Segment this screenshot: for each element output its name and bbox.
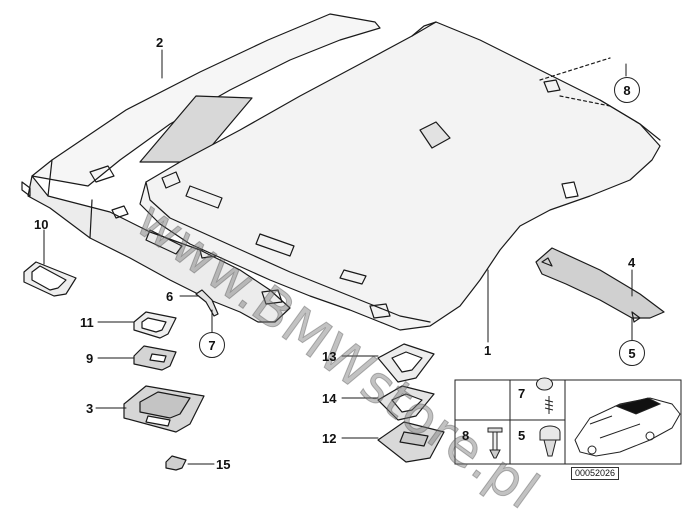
lamp-unit-part-12	[377, 421, 445, 463]
label-10: 10	[34, 217, 49, 232]
cover-part-13	[377, 343, 435, 383]
label-9: 9	[86, 351, 94, 366]
label-3: 3	[86, 401, 94, 416]
circle-label-8: 8	[614, 77, 640, 103]
parts-diagram: www.BMWstore.pl 2 10 6 11 9 3 15 13 14 1…	[21, 13, 682, 522]
box-label-8: 8	[462, 428, 470, 443]
diagram-drawing	[21, 13, 682, 471]
car-location-icon	[574, 397, 681, 457]
headliner-part-1	[139, 21, 661, 331]
hook-part-6	[195, 289, 219, 317]
label-1: 1	[484, 343, 492, 358]
frame-part-11	[133, 311, 177, 339]
label-6: 6	[166, 289, 174, 304]
frame-part-10	[23, 261, 77, 297]
circle-label-7: 7	[199, 332, 225, 358]
box-label-7: 7	[518, 386, 526, 401]
label-11: 11	[80, 315, 94, 330]
label-14: 14	[322, 391, 337, 406]
label-13: 13	[322, 349, 337, 364]
diagram-code: 00052026	[571, 467, 620, 480]
clip-area-8	[539, 57, 611, 107]
label-12: 12	[322, 431, 337, 446]
circle-label-5: 5	[619, 340, 645, 366]
switch-part-15	[165, 455, 187, 471]
push-clip-icon	[487, 427, 503, 459]
label-4: 4	[628, 255, 636, 270]
fastener-box	[454, 377, 682, 465]
headliner-part-2	[21, 13, 381, 323]
box-label-5: 5	[518, 428, 526, 443]
side-trim-part-4	[535, 247, 665, 323]
console-part-3	[123, 385, 205, 433]
expanding-clip-icon	[539, 425, 561, 457]
frame-part-14	[377, 385, 435, 421]
label-2: 2	[156, 35, 164, 50]
lamp-part-9	[133, 345, 177, 371]
label-15: 15	[216, 457, 231, 472]
screw-icon	[536, 377, 554, 414]
leader-lines	[43, 49, 633, 465]
